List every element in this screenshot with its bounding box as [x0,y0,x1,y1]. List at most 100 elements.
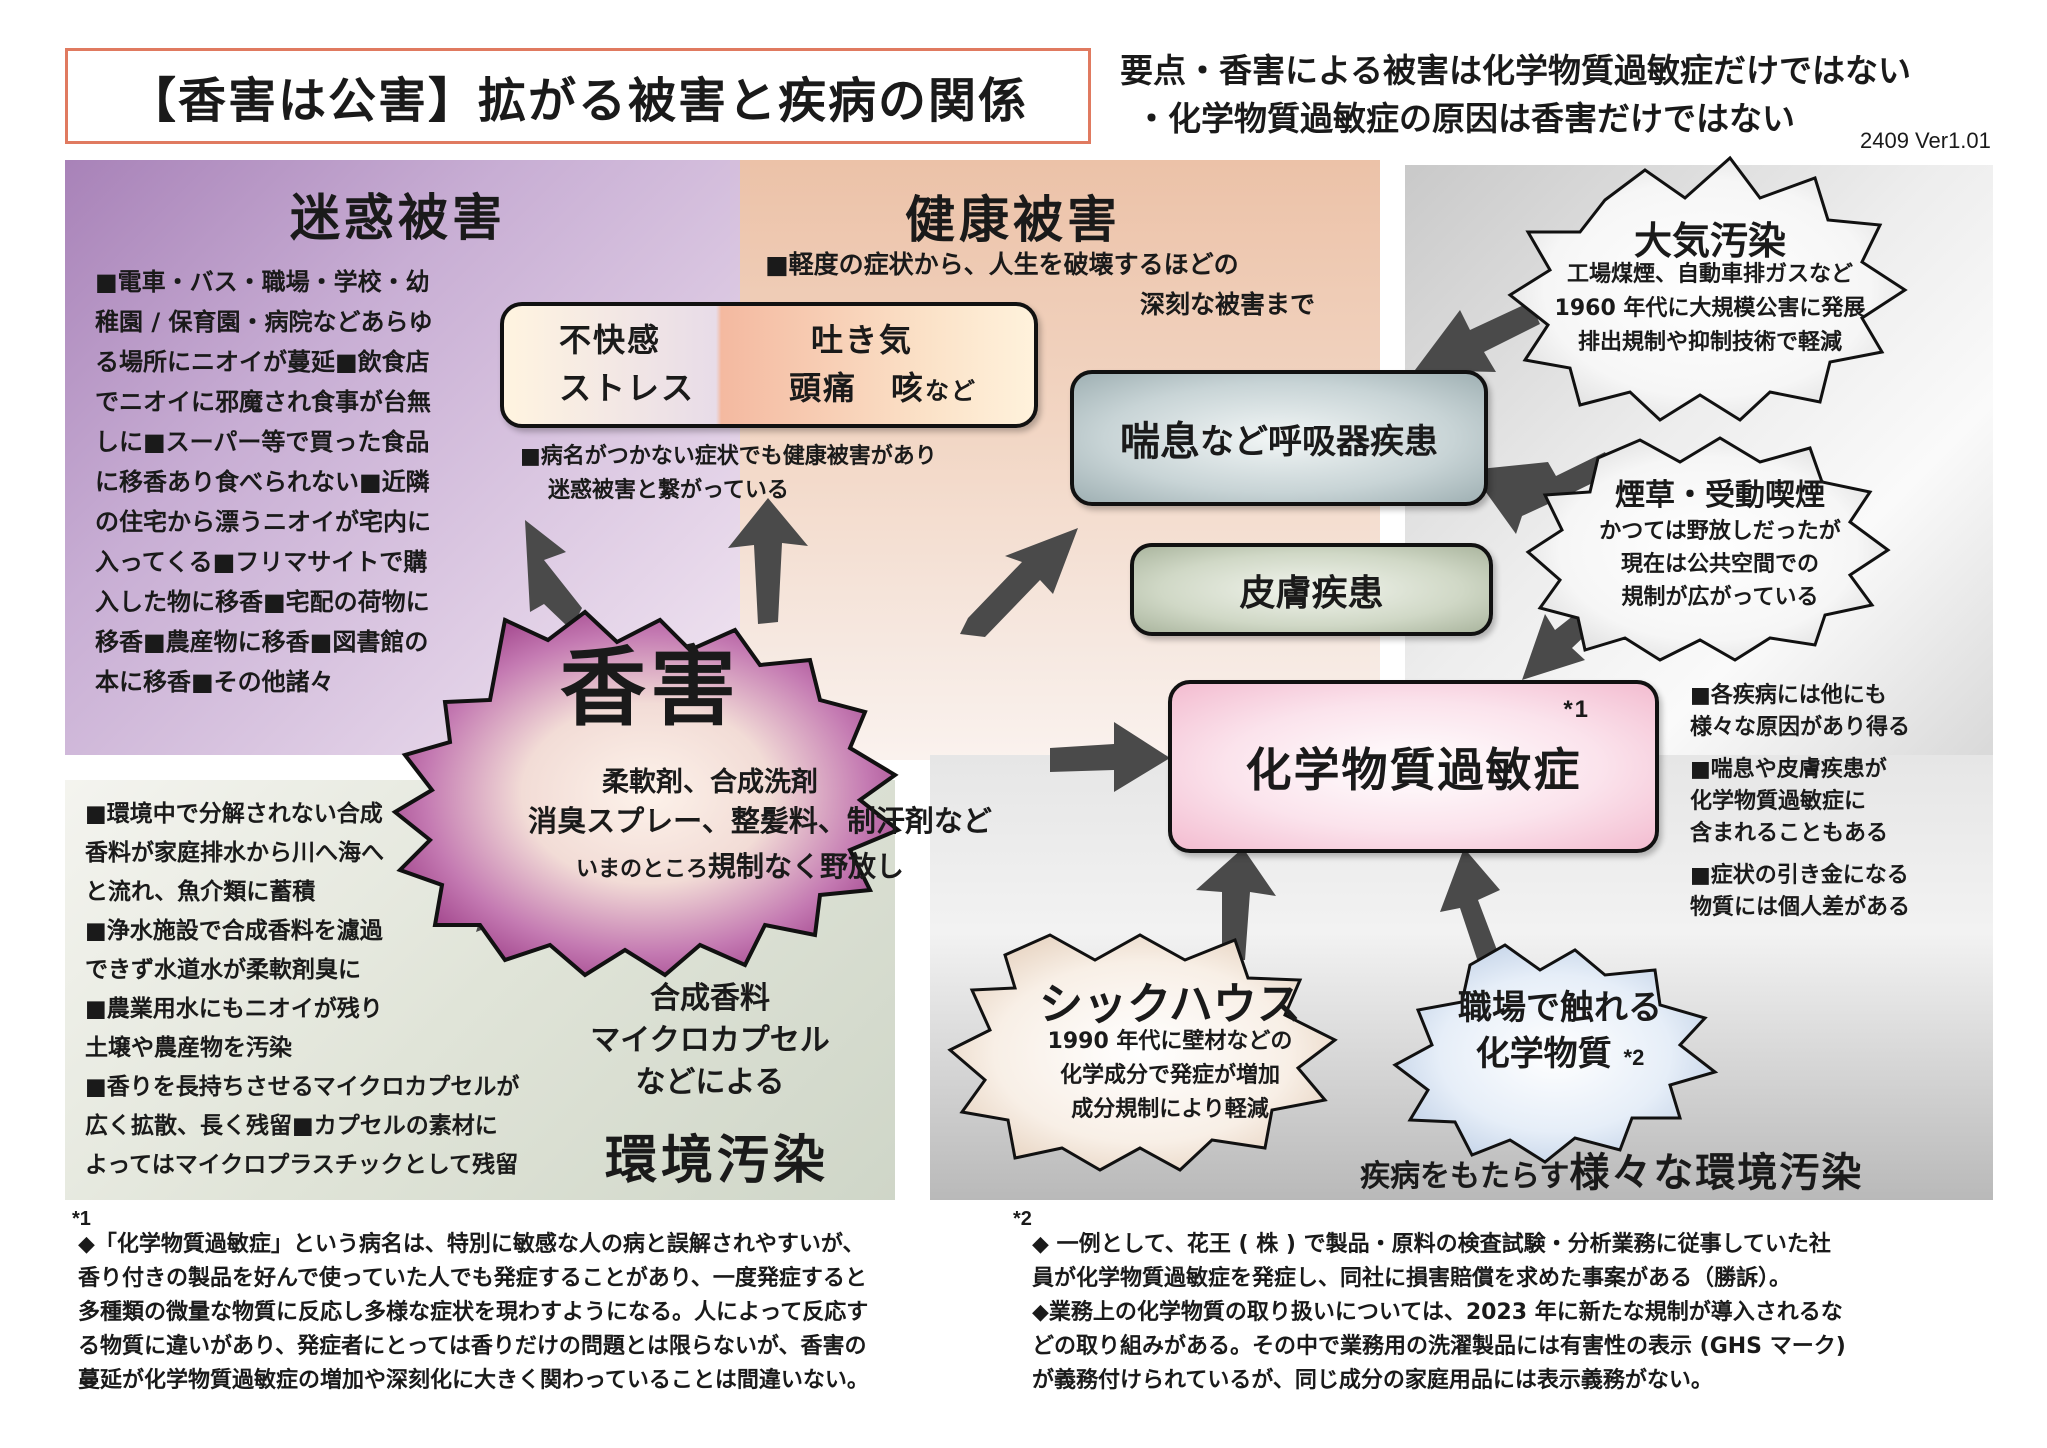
kogai-line-2: 消臭スプレー、整髪料、制汗剤など [528,804,992,838]
footnote-2-mark: *2 [1013,1208,1032,1230]
symptom-box: 不快感 ストレス 吐き気 頭痛 咳など [500,302,1038,428]
sickhouse-line-2: 化学成分で発症が増加 [1059,1063,1280,1088]
env-caption-a: 疾病をもたらす [1360,1159,1570,1194]
meiwaku-line: ■電車・バス・職場・学校・幼 [95,268,430,296]
mcs-label: 化学物質過敏症 [1245,742,1582,797]
meiwaku-line: 入した物に移香■宅配の荷物に [95,588,430,616]
footnote-1-line: ◆「化学物質過敏症」という病名は、特別に敏感な人の病と誤解されやすいが、 [78,1232,865,1257]
kogai-line-3b: 規制なく野放し [708,850,905,883]
page-title: 【香害は公害】拡がる被害と疾病の関係 [65,48,1091,144]
env-text: ■環境中で分解されない合成 香料が家庭排水から川へ海へ と流れ、魚介類に蓄積 ■… [85,795,605,1185]
meiwaku-heading: 迷惑被害 [290,189,506,247]
meiwaku-line: 入ってくる■フリマサイトで購 [95,548,428,576]
symptom-discomfort: 不快感 [559,321,662,359]
env-mid-1: 合成香料 [650,981,770,1016]
tabako-title: 煙草・受動喫煙 [1615,478,1825,513]
taiki-line-2: 1960 年代に大規模公害に発展 [1554,296,1866,321]
summary-line-1: 要点・香害による被害は化学物質過敏症だけではない [1120,51,1912,90]
asthma-box: 喘息など呼吸器疾患 [1070,370,1488,506]
meiwaku-line: の住宅から漂うニオイが宅内に [95,508,431,536]
tabako-line-3: 規制が広がっている [1621,585,1819,610]
kenko-heading: 健康被害 [905,191,1121,249]
sickhouse-line-1: 1990 年代に壁材などの [1047,1029,1293,1054]
arrow-workplace [1440,848,1500,968]
footnote-2-line: が義務付けられているが、同じ成分の家庭用品には表示義務がない。 [1032,1368,1713,1393]
right-note-line: 化学物質過敏症に [1690,789,1867,814]
env-line: 香料が家庭排水から川へ海へ [85,840,384,866]
footnote-2-line: ◆業務上の化学物質の取り扱いについては、2023 年に新たな規制が導入されるな [1032,1300,1843,1325]
mcs-box: 化学物質過敏症 *1 [1168,680,1659,853]
footnote-1: ◆「化学物質過敏症」という病名は、特別に敏感な人の病と誤解されやすいが、 香り付… [78,1228,1028,1398]
mcs-footnote-mark: *1 [1563,696,1590,723]
env-mid-3: などによる [635,1065,785,1100]
meiwaku-line: 稚園 / 保育園・病院などあらゆ [95,308,433,336]
kenko-sub-1: ■軽度の症状から、人生を破壊するほどの [765,250,1239,279]
env-line: 広く拡散、長く残留■カプセルの素材に [85,1113,498,1139]
right-note-line: ■喘息や皮膚疾患が [1690,757,1887,782]
env-line: 土壌や農産物を汚染 [85,1035,292,1061]
right-note-line: ■症状の引き金になる [1690,863,1909,888]
right-note-line: 様々な原因があり得る [1690,715,1911,740]
footnote-1-line: 蔓延が化学物質過敏症の増加や深刻化に大きく関わっていることは間違いない。 [78,1368,869,1393]
sickhouse-title: シックハウス [1039,979,1301,1030]
arrow-to-mcs [1050,722,1170,792]
symptom-nausea: 吐き気 [811,321,914,359]
symptom-stress: ストレス [559,369,696,407]
footnote-2-line: 員が化学物質過敏症を発症し、同社に損害賠償を求めた事案がある（勝訴）。 [1032,1266,1792,1291]
taiki-line-1: 工場煤煙、自動車排ガスなど [1566,262,1853,287]
right-note-line: 物質には個人差がある [1690,895,1911,920]
footnote-1-line: 香り付きの製品を好んで使っていた人でも発症することがあり、一度発症すると [78,1266,867,1291]
kenko-note-1: ■病名がつかない症状でも健康被害があり [520,444,937,469]
footnote-1-line: 多種類の微量な物質に反応し多様な症状を現わすようになる。人によって反応す [78,1300,869,1325]
symptom-headache-cough: 頭痛 咳 [789,369,926,407]
kogai-starburst [391,609,902,978]
workplace-starburst [1392,943,1719,1164]
asthma-label-a: 喘息 [1120,419,1200,465]
footnote-1-line: る物質に違いがあり、発症者にとっては香りだけの問題とは限らないが、香害の [78,1334,867,1359]
env-caption-b: 様々な環境汚染 [1569,1150,1864,1196]
env-line: ■農業用水にもニオイが残り [85,996,383,1022]
env-disease-caption: 疾病をもたらす様々な環境汚染 [1360,1140,1863,1198]
meiwaku-line: る場所にニオイが蔓延■飲食店 [95,348,430,376]
right-note-line: 含まれることもある [1690,821,1889,846]
footnote-2: ◆ 一例として、花王 ( 株 ) で製品・原料の検査試験・分析業務に従事していた… [1032,1228,1992,1398]
skin-box: 皮膚疾患 [1130,543,1493,636]
arrow-sickhouse [1196,848,1276,960]
kenko-sub-2: 深刻な被害まで [1140,290,1316,319]
arrow-to-symptom [728,498,808,624]
workplace-line-2: 化学物質 [1475,1034,1612,1074]
env-line: ■香りを長持ちさせるマイクロカプセルが [85,1074,520,1100]
tabako-line-1: かつては野放しだったが [1599,519,1841,544]
arrow-to-kenko [960,528,1078,637]
env-line: できず水道水が柔軟剤臭に [85,957,361,983]
version-label: 2409 Ver1.01 [1860,128,1991,153]
kogai-line-1: 柔軟剤、合成洗剤 [602,767,818,798]
meiwaku-line: に移香あり食べられない■近隣 [95,468,430,496]
tabako-starburst [1525,436,1891,662]
symptom-etc: など [925,377,978,405]
meiwaku-text: ■電車・バス・職場・学校・幼 稚園 / 保育園・病院などあらゆ る場所にニオイが… [95,262,495,702]
env-mid-2: マイクロカプセル [590,1023,830,1058]
sickhouse-line-3: 成分規制により軽減 [1071,1097,1269,1122]
arrow-tabako [1470,452,1615,534]
meiwaku-line: でニオイに邪魔され食事が台無 [95,388,431,416]
env-line: ■浄水施設で合成香料を濾過 [85,918,383,944]
tabako-line-2: 現在は公共空間での [1620,552,1819,577]
meiwaku-line: 移香■農産物に移香■図書館の [95,628,429,656]
taiki-starburst [1507,155,1908,422]
env-line: よってはマイクロプラスチックとして残留 [85,1152,519,1178]
kenko-note-2: 迷惑被害と繋がっている [548,478,789,503]
arrow-taiki [1415,302,1540,372]
meiwaku-line: しに■スーパー等で買った食品 [95,428,430,456]
footnote-2-line: どの取り組みがある。その中で業務用の洗濯製品には有害性の表示 (GHS マーク) [1032,1334,1846,1359]
right-note-line: ■各疾病には他にも [1690,683,1887,708]
env-line: と流れ、魚介類に蓄積 [85,879,316,905]
sickhouse-starburst [947,933,1338,1172]
skin-label: 皮膚疾患 [1239,572,1384,614]
kogai-title: 香害 [560,638,740,738]
taiki-line-3: 排出規制や抑制技術で軽減 [1577,330,1842,355]
env-heading: 環境汚染 [605,1131,830,1191]
meiwaku-line: 本に移香■その他諸々 [95,668,334,696]
asthma-label-b: など呼吸器疾患 [1200,421,1438,462]
